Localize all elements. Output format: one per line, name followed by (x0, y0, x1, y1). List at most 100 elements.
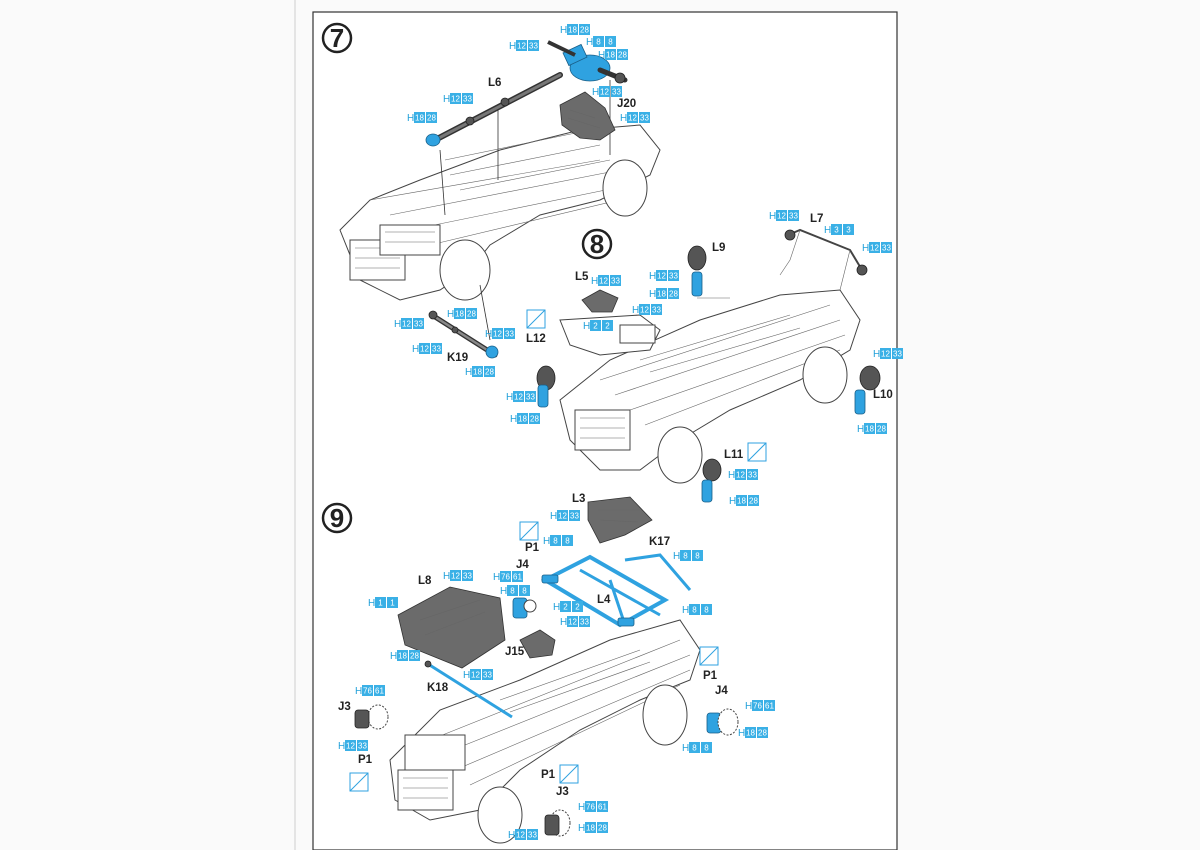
svg-text:H: H (493, 572, 500, 583)
svg-text:18: 18 (657, 290, 666, 299)
svg-text:H: H (873, 349, 880, 360)
step-9: 9 L3 K17 L4 (321, 493, 775, 844)
chassis-step8 (559, 289, 861, 484)
paint-code: H 2 2 (553, 601, 583, 613)
svg-text:H: H (728, 470, 735, 481)
svg-text:33: 33 (652, 306, 661, 315)
label-J20: J20 (617, 98, 636, 110)
label-L11: L11 (724, 449, 744, 461)
svg-text:H: H (394, 319, 401, 330)
svg-text:12: 12 (640, 306, 649, 315)
svg-text:28: 28 (598, 824, 607, 833)
svg-text:H: H (443, 571, 450, 582)
part-J20 (559, 91, 616, 141)
svg-text:8: 8 (565, 537, 570, 546)
part-L11 (701, 458, 722, 503)
svg-text:33: 33 (432, 345, 441, 354)
svg-text:2: 2 (575, 603, 580, 612)
label-L6: L6 (488, 77, 501, 89)
paint-codes-step7: H 18 28 H 12 33 H 8 8 H 18 28 H 12 (394, 24, 650, 378)
label-J4-right: J4 (715, 685, 728, 697)
svg-text:28: 28 (580, 26, 589, 35)
paint-code: H 12 33 (338, 740, 368, 752)
svg-text:33: 33 (463, 95, 472, 104)
svg-text:2: 2 (563, 603, 568, 612)
paint-code: H 2 2 (583, 320, 613, 332)
svg-text:28: 28 (410, 652, 419, 661)
part-J15 (519, 629, 556, 659)
step-9-badge (321, 502, 353, 534)
chassis-step9 (389, 619, 701, 844)
paint-code: H 12 33 (728, 469, 758, 481)
paint-code: H 12 33 (443, 93, 473, 105)
label-P1-bottom: P1 (541, 769, 556, 781)
svg-text:H: H (578, 823, 585, 834)
paint-code: H 12 33 (632, 304, 662, 316)
svg-text:8: 8 (596, 38, 601, 47)
svg-text:H: H (355, 686, 362, 697)
svg-text:3: 3 (846, 226, 851, 235)
paint-code: H 18 28 (447, 308, 477, 320)
paint-code: H 12 33 (443, 570, 473, 582)
svg-text:33: 33 (505, 330, 514, 339)
no-cement-icon (559, 764, 579, 784)
svg-text:1: 1 (378, 599, 383, 608)
svg-text:1: 1 (390, 599, 395, 608)
svg-text:H: H (510, 414, 517, 425)
svg-text:18: 18 (737, 497, 746, 506)
label-L4: L4 (597, 594, 611, 606)
svg-text:H: H (745, 701, 752, 712)
svg-text:H: H (506, 392, 513, 403)
part-K19 (428, 284, 499, 359)
svg-text:28: 28 (618, 51, 627, 60)
svg-text:33: 33 (669, 272, 678, 281)
svg-text:H: H (824, 225, 831, 236)
svg-text:33: 33 (612, 88, 621, 97)
svg-text:H: H (560, 617, 567, 628)
svg-text:18: 18 (606, 51, 615, 60)
part-L12 (536, 365, 556, 408)
svg-text:8: 8 (692, 606, 697, 615)
paint-code: H 8 8 (682, 742, 712, 754)
part-J3-left (354, 704, 389, 730)
svg-text:8: 8 (522, 587, 527, 596)
svg-text:61: 61 (598, 803, 607, 812)
svg-text:H: H (586, 37, 593, 48)
paint-codes-step8: H 12 33 H 3 3 H 12 33 H 12 33 H 18 (506, 210, 903, 507)
part-J4-top (512, 597, 537, 619)
part-J4-right (706, 708, 739, 736)
paint-code: H 12 33 (620, 112, 650, 124)
paint-code: H 76 61 (745, 700, 775, 712)
svg-text:H: H (338, 741, 345, 752)
svg-text:8: 8 (608, 38, 613, 47)
paint-code: H 18 28 (857, 423, 887, 435)
no-cement-icon (519, 521, 539, 541)
svg-text:18: 18 (865, 425, 874, 434)
svg-text:33: 33 (483, 671, 492, 680)
svg-text:12: 12 (516, 831, 525, 840)
svg-text:H: H (578, 802, 585, 813)
label-K19: K19 (447, 352, 468, 364)
part-L4-K17 (540, 553, 692, 628)
paint-code: H 18 28 (598, 49, 628, 61)
svg-text:61: 61 (765, 702, 774, 711)
chassis-step7 (339, 124, 661, 301)
svg-text:2: 2 (605, 322, 610, 331)
svg-text:33: 33 (882, 244, 891, 253)
svg-text:H: H (560, 25, 567, 36)
svg-text:H: H (682, 743, 689, 754)
label-L5: L5 (575, 271, 589, 283)
svg-text:8: 8 (695, 552, 700, 561)
paint-code: H 12 33 (412, 343, 442, 355)
svg-text:H: H (500, 586, 507, 597)
svg-text:33: 33 (526, 393, 535, 402)
svg-text:33: 33 (640, 114, 649, 123)
paint-code: H 76 61 (355, 685, 385, 697)
step-8-badge (581, 228, 613, 260)
svg-text:H: H (862, 243, 869, 254)
svg-text:H: H (591, 276, 598, 287)
svg-text:28: 28 (758, 729, 767, 738)
paint-code: H 8 8 (586, 36, 616, 48)
part-L6 (425, 72, 563, 216)
svg-text:76: 76 (753, 702, 762, 711)
